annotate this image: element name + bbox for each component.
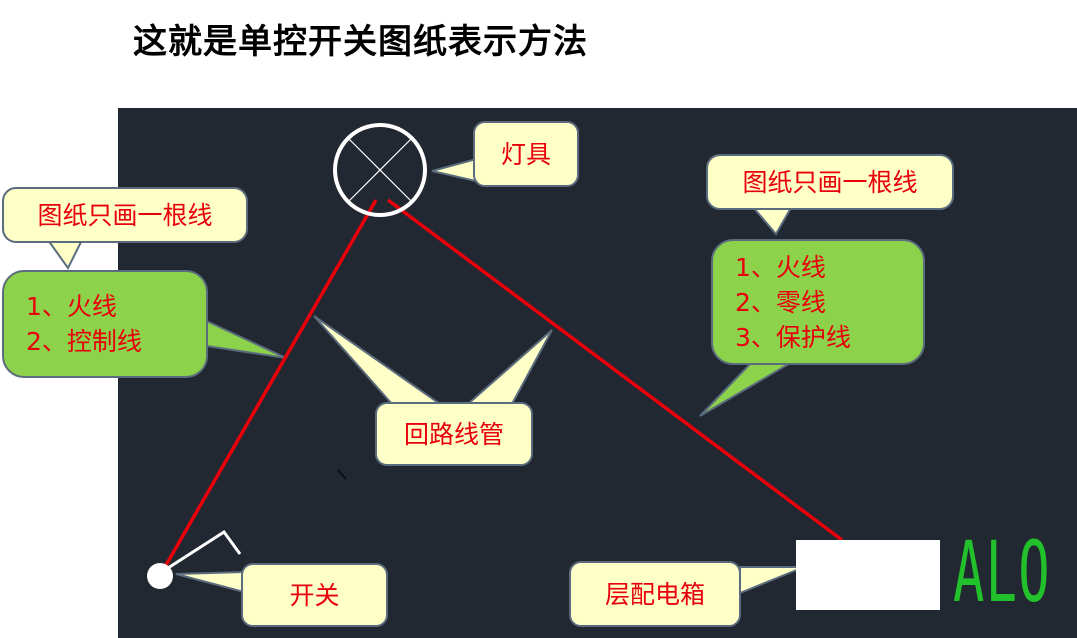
right-wire-item: 2、零线: [735, 287, 826, 317]
lamp-callout-text: 灯具: [500, 139, 551, 169]
left-wires-pointer: [199, 316, 287, 359]
switch-callout-text: 开关: [289, 580, 340, 610]
lamp-callout: 灯具: [473, 121, 579, 187]
conduit-callout: 回路线管: [375, 402, 533, 466]
right-wire-item: 1、火线: [735, 252, 826, 282]
conduit-callout-text: 回路线管: [403, 419, 504, 449]
conduit-pointer-left: [313, 315, 444, 405]
conduit-pointer-right: [465, 329, 553, 405]
distribution-panel-symbol: [796, 540, 940, 610]
right-note-callout: 图纸只画一根线: [706, 154, 954, 210]
panel-wire: [386, 198, 844, 542]
switch-callout-pointer: [175, 570, 245, 594]
panel-callout-text: 层配电箱: [604, 579, 705, 609]
left-wire-item: 2、控制线: [26, 327, 142, 356]
right-wires-pointer: [699, 361, 796, 417]
right-wire-item: 3、保护线: [735, 322, 851, 352]
switch-wire: [160, 199, 378, 573]
lamp-symbol-icon: [333, 123, 427, 217]
panel-label: ALO: [953, 523, 1051, 621]
right-note-pointer: [749, 205, 794, 236]
left-note-pointer: [46, 239, 84, 270]
left-wire-item: 1、火线: [26, 292, 117, 321]
panel-callout: 层配电箱: [569, 561, 741, 627]
lamp-cross-line: [347, 137, 413, 203]
right-note-text: 图纸只画一根线: [742, 167, 918, 197]
right-wires-callout: 1、火线 2、零线 3、保护线: [711, 239, 925, 365]
left-wires-callout: 1、火线 2、控制线: [2, 270, 208, 378]
switch-lever-icon: [167, 529, 242, 570]
switch-callout: 开关: [241, 563, 388, 627]
switch-symbol-icon: [147, 563, 173, 589]
left-note-text: 图纸只画一根线: [37, 200, 213, 230]
page-title: 这就是单控开关图纸表示方法: [133, 22, 588, 62]
stray-mark: [337, 469, 347, 480]
panel-callout-pointer: [739, 566, 805, 595]
left-note-callout: 图纸只画一根线: [2, 187, 248, 243]
